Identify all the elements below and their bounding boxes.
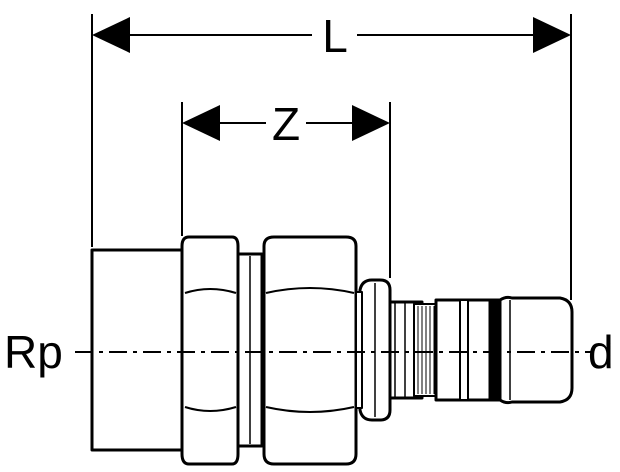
dimension-l: L	[92, 10, 571, 62]
connection-label-left: Rp	[4, 326, 63, 378]
arrowhead-left	[92, 17, 130, 53]
dimension-l-label: L	[322, 10, 348, 62]
extension-lines	[91, 14, 572, 300]
arrowhead-right	[352, 105, 390, 141]
fitting-body	[90, 235, 574, 466]
arrowhead-right	[533, 17, 571, 53]
press-sleeve	[388, 295, 574, 405]
dimension-z-label: Z	[272, 98, 300, 150]
hex-nut-right	[262, 235, 358, 466]
arrowhead-left	[182, 105, 220, 141]
connection-label-right: d	[588, 326, 614, 378]
dimension-z: Z	[182, 98, 390, 150]
knurled-ring	[413, 303, 437, 397]
hex-nut-left	[180, 235, 240, 466]
threaded-socket	[90, 248, 186, 452]
